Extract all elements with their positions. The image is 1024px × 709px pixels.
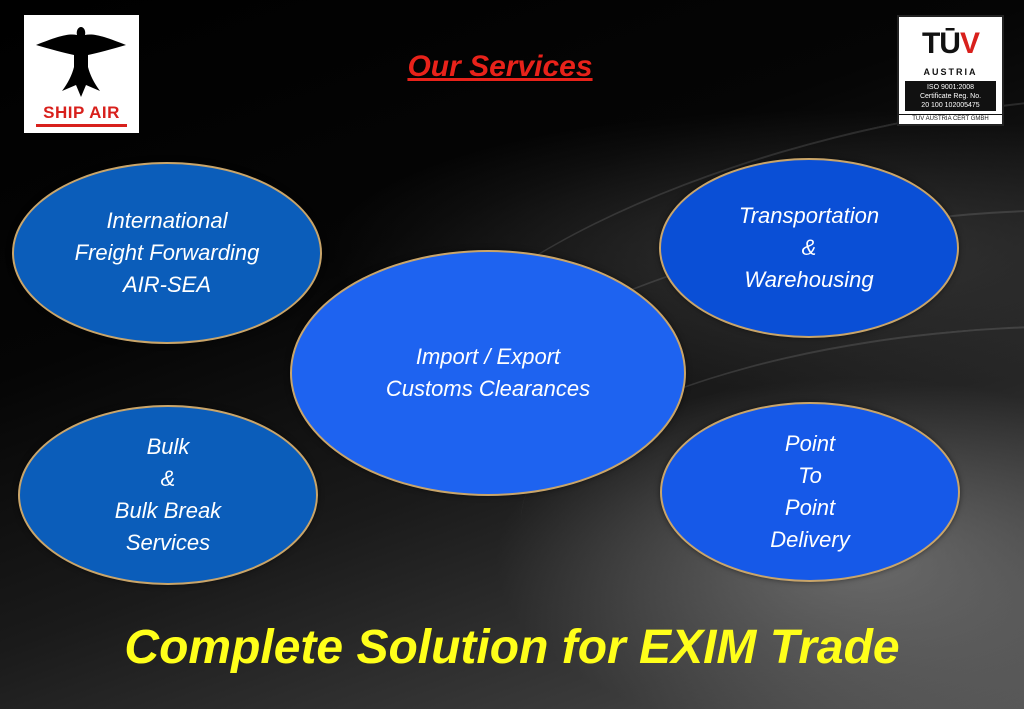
cert-line: Certificate Reg. No. [919, 93, 982, 100]
tuv-mark: TŪV [921, 27, 980, 60]
cert-line: 20 100 102005475 [921, 102, 980, 109]
tuv-country: AUSTRIA [923, 67, 978, 77]
service-customs-clearance: Import / Export Customs Clearances [290, 250, 686, 496]
service-label: International Freight Forwarding AIR-SEA [74, 208, 260, 297]
ship-air-logo: SHIP AIR [24, 15, 139, 133]
cert-line: ISO 9001:2008 [926, 84, 975, 91]
page-title: Our Services [407, 50, 593, 83]
bird-icon [36, 27, 126, 97]
tagline: Complete Solution for EXIM Trade [124, 621, 900, 674]
service-freight-forwarding: International Freight Forwarding AIR-SEA [12, 162, 322, 344]
tuv-austria-certification-logo: TŪV AUSTRIA ISO 9001:2008 Certificate Re… [897, 15, 1004, 126]
service-label: Transportation & Warehousing [738, 203, 880, 292]
ship-air-wordmark: SHIP AIR [43, 103, 120, 122]
service-bulk-break: Bulk & Bulk Break Services [18, 405, 318, 585]
tuv-footer: TÜV AUSTRIA CERT GMBH [899, 114, 1002, 122]
service-label: Point To Point Delivery [770, 431, 850, 552]
service-label: Bulk & Bulk Break Services [114, 434, 222, 555]
service-label: Import / Export Customs Clearances [385, 344, 591, 401]
service-transportation-warehousing: Transportation & Warehousing [659, 158, 959, 338]
tuv-certificate-box: ISO 9001:2008 Certificate Reg. No. 20 10… [905, 81, 996, 111]
logo-underline [36, 124, 127, 127]
service-point-to-point-delivery: Point To Point Delivery [660, 402, 960, 582]
